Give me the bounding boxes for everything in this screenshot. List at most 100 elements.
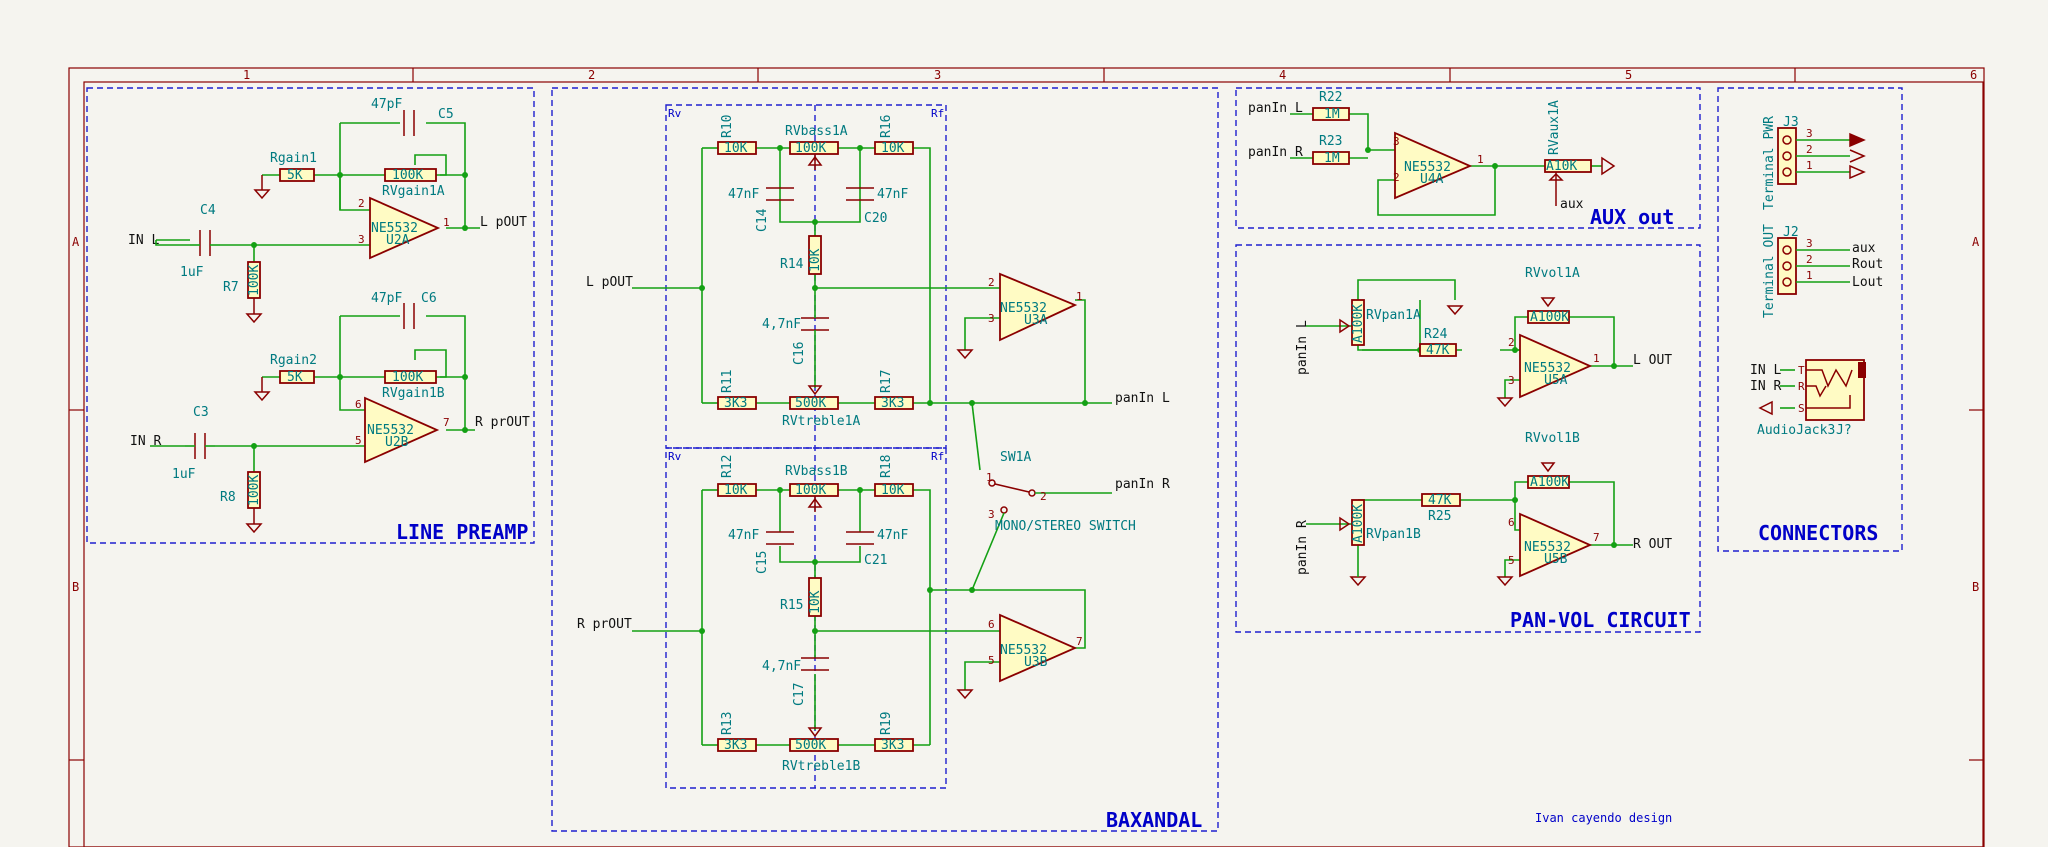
frame-col-5: 5 [1625, 68, 1632, 82]
svg-text:47nF: 47nF [728, 187, 759, 202]
svg-text:R10: R10 [720, 115, 735, 138]
l-pout-input-net: L pOUT [586, 275, 633, 290]
svg-text:100K: 100K [795, 141, 826, 156]
frame-col-1: 1 [243, 68, 250, 82]
baxandal-box [551, 87, 1219, 832]
designer-credit: Ivan cayendo design [1535, 811, 1672, 825]
r-prout-net: R prOUT [475, 415, 530, 430]
svg-text:1: 1 [1806, 269, 1813, 282]
svg-text:C14: C14 [755, 208, 770, 232]
svg-text:100K: 100K [392, 168, 423, 183]
line-preamp-wires [150, 122, 480, 472]
svg-text:47pF: 47pF [371, 97, 402, 112]
c14-capacitor: 47nF C14 [728, 187, 794, 232]
svg-text:3K3: 3K3 [724, 396, 747, 411]
svg-text:NE5532: NE5532 [1524, 361, 1571, 376]
u4a-opamp: NE5532 U4A 321 [1393, 131, 1484, 200]
svg-text:U2A: U2A [386, 233, 410, 248]
u5a-opamp: NE5532 U5A 231 [1496, 333, 1600, 408]
svg-text:C3: C3 [193, 405, 209, 420]
svg-text:47pF: 47pF [371, 291, 402, 306]
svg-text:2: 2 [1040, 490, 1047, 503]
svg-text:47nF: 47nF [877, 187, 908, 202]
svg-text:47K: 47K [1428, 493, 1452, 508]
baxandal-top-wires [632, 145, 1112, 471]
svg-text:10K: 10K [808, 590, 823, 614]
svg-text:NE5532: NE5532 [1000, 643, 1047, 658]
svg-text:J?: J? [1836, 423, 1852, 438]
svg-text:R24: R24 [1424, 327, 1448, 342]
rvgain1a-potentiometer: 100K RVgain1A [382, 168, 445, 199]
c20-capacitor: 47nF C20 [846, 187, 908, 226]
svg-text:500K: 500K [795, 738, 826, 753]
aux-out-box [1235, 87, 1701, 229]
svg-text:C15: C15 [755, 551, 770, 574]
svg-text:7: 7 [1593, 531, 1600, 544]
svg-text:R22: R22 [1319, 90, 1342, 105]
panin-l-net: panIn L [1115, 391, 1170, 406]
svg-text:5: 5 [988, 654, 995, 667]
aux-panin-r-net: panIn R [1248, 145, 1303, 160]
panin-r-net: panIn R [1115, 477, 1170, 492]
mono-stereo-label: MONO/STEREO SWITCH [995, 519, 1136, 534]
svg-text:1: 1 [1076, 290, 1083, 303]
svg-text:1: 1 [1593, 352, 1600, 365]
svg-text:3K3: 3K3 [881, 396, 904, 411]
j3-terminal-pwr: 321 J3 Terminal PWR [1762, 115, 1866, 210]
c5-capacitor: 47pF C5 [371, 97, 454, 136]
u3b-opamp: NE5532 U3B 657 [956, 613, 1083, 700]
u5b-opamp: NE5532 U5B 657 [1496, 512, 1600, 587]
svg-text:R23: R23 [1319, 134, 1342, 149]
baxandal-bottom-wires [632, 487, 1086, 746]
svg-text:R7: R7 [223, 280, 239, 295]
connectors-box [1717, 87, 1903, 552]
svg-text:3: 3 [988, 508, 995, 521]
svg-text:10K: 10K [808, 248, 823, 272]
frame-col-6: 6 [1970, 68, 1977, 82]
aux-panin-l-net: panIn L [1248, 101, 1303, 116]
svg-text:100K: 100K [247, 475, 262, 506]
svg-text:R17: R17 [879, 370, 894, 393]
sw1a-switch[interactable]: SW1A 123 MONO/STEREO SWITCH [971, 450, 1136, 591]
svg-text:4,7nF: 4,7nF [762, 659, 801, 674]
svg-text:U3A: U3A [1024, 313, 1048, 328]
r25-resistor: 47K R25 [1421, 493, 1461, 524]
svg-text:3: 3 [1806, 237, 1813, 250]
svg-text:RVbass1B: RVbass1B [785, 464, 848, 479]
frame-row-b-right: B [1972, 580, 1979, 594]
rvbass1b-potentiometer: 100K RVbass1B [785, 464, 848, 512]
frame-col-2: 2 [588, 68, 595, 82]
pan-vol-title: PAN-VOL CIRCUIT [1510, 608, 1691, 632]
u2b-opamp: NE5532 U2B 657 [355, 396, 450, 464]
svg-text:RVbass1A: RVbass1A [785, 124, 848, 139]
svg-text:10K: 10K [881, 141, 905, 156]
svg-text:C4: C4 [200, 203, 216, 218]
svg-text:RVtreble1A: RVtreble1A [782, 414, 860, 429]
jack-in-l: IN L [1750, 363, 1781, 378]
c16-capacitor: 4,7nF C16 [762, 313, 829, 365]
svg-text:47nF: 47nF [728, 528, 759, 543]
svg-text:aux: aux [1852, 241, 1876, 256]
rgain2-resistor: 5K Rgain2 [253, 353, 317, 402]
svg-text:7: 7 [1076, 635, 1083, 648]
c21-capacitor: 47nF C21 [846, 528, 908, 568]
svg-text:RVpan1B: RVpan1B [1366, 527, 1421, 542]
r24-resistor: 47K R24 [1419, 327, 1457, 358]
in-r-net: IN R [130, 434, 161, 449]
svg-text:A10K: A10K [1546, 159, 1577, 174]
rvpan1a-potentiometer: A100K RVpan1A [1339, 299, 1464, 346]
svg-text:Rgain2: Rgain2 [270, 353, 317, 368]
r-out-net: R OUT [1633, 537, 1672, 552]
svg-text:100K: 100K [795, 483, 826, 498]
svg-text:NE5532: NE5532 [371, 221, 418, 236]
svg-text:R11: R11 [720, 370, 735, 393]
svg-text:NE5532: NE5532 [1404, 160, 1451, 175]
r22-resistor: 1M R22 [1312, 90, 1350, 122]
c17-capacitor: 4,7nF C17 [762, 657, 829, 706]
svg-text:3K3: 3K3 [881, 738, 904, 753]
rvaux1a-potentiometer: A10K RVaux1A aux [1544, 100, 1592, 212]
svg-text:RVgain1B: RVgain1B [382, 386, 445, 401]
baxandal-title: BAXANDAL [1106, 808, 1202, 832]
svg-text:A100K: A100K [1530, 475, 1569, 490]
